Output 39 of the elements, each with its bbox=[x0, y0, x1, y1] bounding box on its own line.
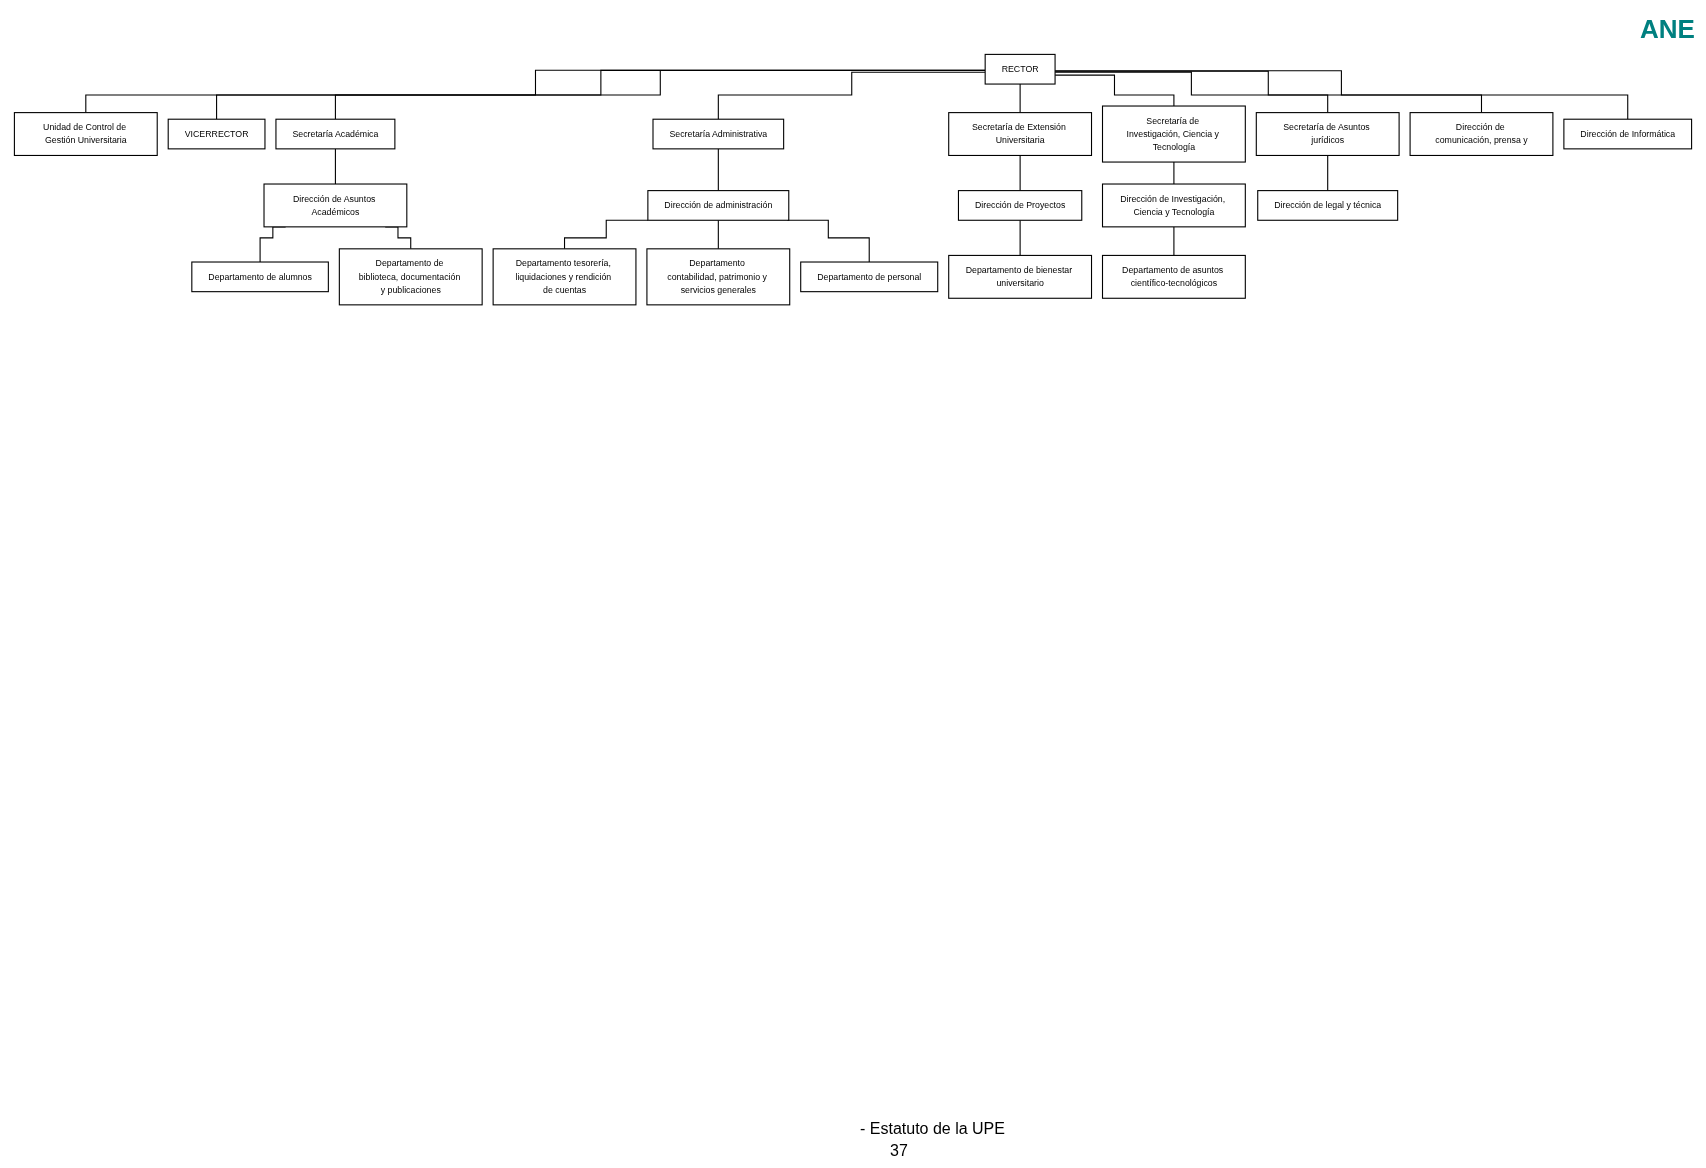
node-box: Dirección de comunicación, prensa y bbox=[1409, 112, 1554, 156]
connector bbox=[717, 219, 719, 250]
connector bbox=[1327, 154, 1329, 192]
node-box: Dirección de legal y técnica bbox=[1257, 190, 1399, 221]
node-box: VICERRECTOR bbox=[167, 118, 266, 150]
connector bbox=[1019, 83, 1021, 114]
node-box: Departamento de alumnos bbox=[191, 261, 329, 293]
node-box: Secretaría de Extensión Universitaria bbox=[948, 112, 1093, 156]
connector bbox=[1173, 161, 1175, 185]
connector bbox=[786, 219, 870, 263]
connector bbox=[717, 71, 986, 120]
node-box: Secretaría de Investigación, Ciencia y Tecnología bbox=[1101, 105, 1246, 163]
connector bbox=[1173, 226, 1175, 256]
connector bbox=[1019, 154, 1021, 192]
node-box: Unidad de Control de Gestión Universitaria bbox=[13, 112, 158, 156]
footer-text: 37 bbox=[890, 1142, 908, 1160]
node-box: RECTOR bbox=[984, 53, 1056, 85]
connector bbox=[564, 219, 649, 250]
node-box: Dirección de administración bbox=[647, 190, 790, 221]
connector bbox=[717, 148, 719, 192]
node-box: Departamento de personal bbox=[800, 261, 939, 293]
node-box: Departamento contabilidad, patrimonio y servicios generales bbox=[646, 248, 791, 306]
node-box: Departamento de asuntos científico-tecnológicos bbox=[1101, 254, 1246, 299]
connector bbox=[334, 70, 986, 120]
node-box: Secretaría de Asuntos jurídicos bbox=[1255, 112, 1400, 156]
header-text: ANE bbox=[1640, 14, 1695, 45]
node-box: Secretaría Administrativa bbox=[652, 118, 785, 150]
node-box: Secretaría Académica bbox=[275, 118, 396, 150]
connector bbox=[216, 69, 986, 120]
connector bbox=[1019, 219, 1021, 256]
node-box: Departamento de biblioteca, documentación y publicaciones bbox=[338, 248, 483, 306]
node-box: Dirección de Proyectos bbox=[957, 190, 1083, 221]
node-box: Departamento de bienestar universitario bbox=[948, 254, 1093, 299]
connector bbox=[334, 148, 336, 185]
node-box: Departamento tesorería, liquidaciones y rendición de cuentas bbox=[492, 248, 637, 306]
node-box: Dirección de Investigación, Ciencia y Tecnología bbox=[1101, 183, 1246, 228]
node-box: Dirección de Asuntos Académicos bbox=[263, 183, 408, 228]
node-box: Dirección de Informática bbox=[1563, 118, 1693, 150]
footer-text: - Estatuto de la UPE bbox=[860, 1120, 1005, 1138]
